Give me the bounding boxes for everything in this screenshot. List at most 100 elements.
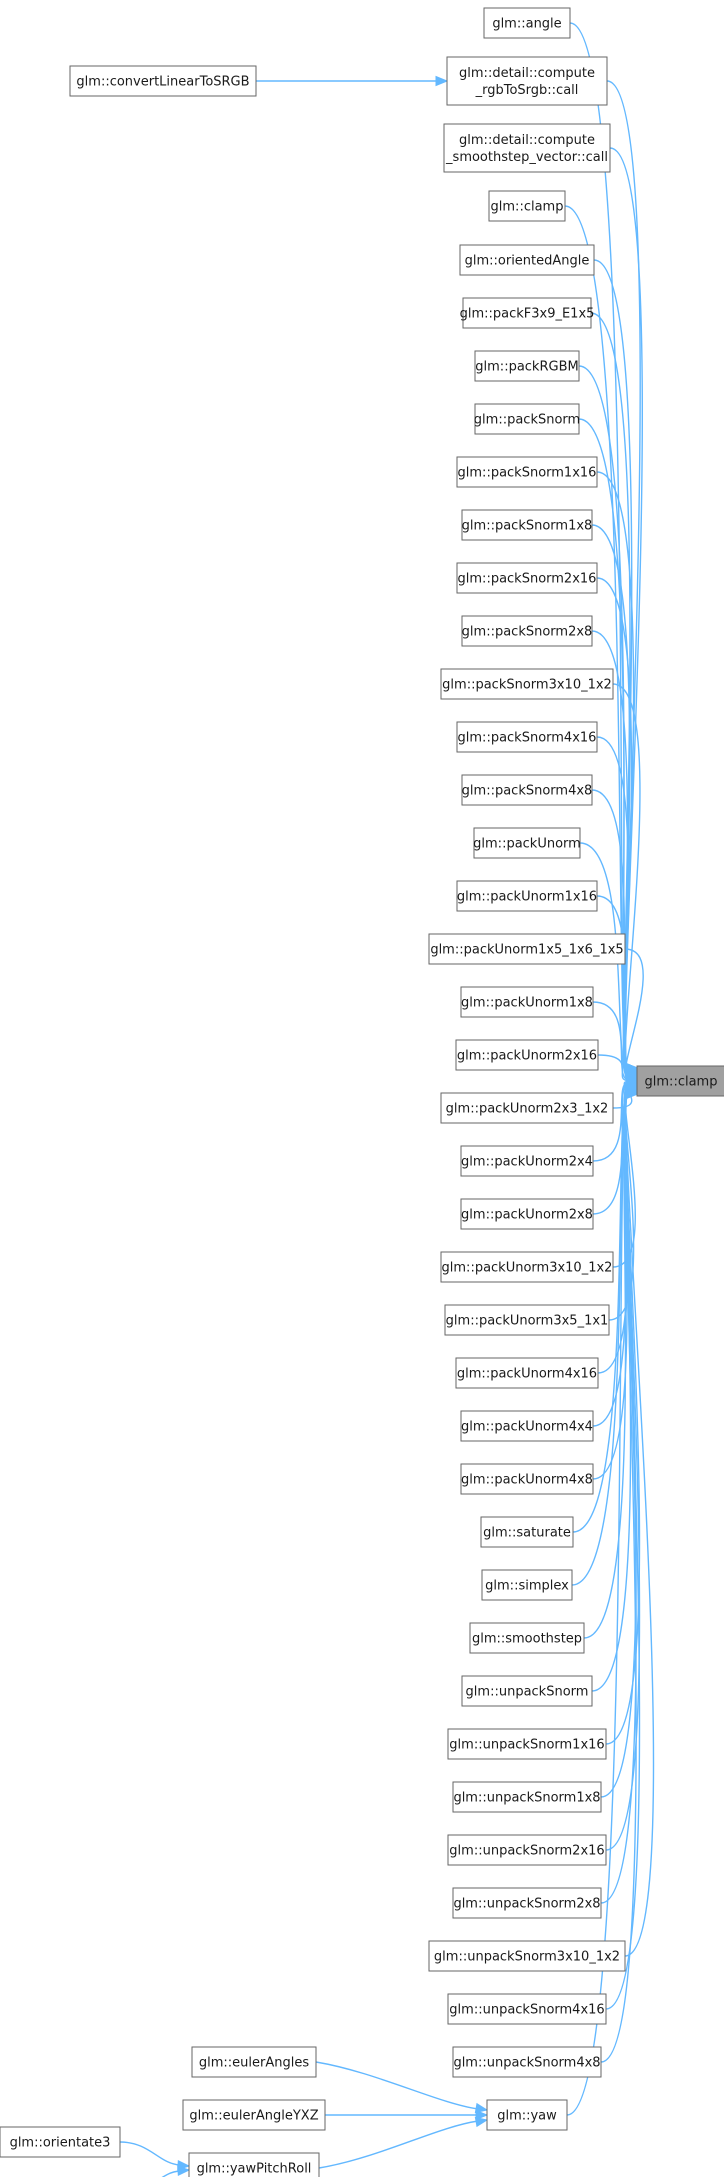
caller-node-16[interactable]: glm::packUnorm1x16	[456, 880, 598, 912]
caller-node-8[interactable]: glm::packSnorm1x16	[456, 456, 598, 488]
caller-node-21-box	[460, 1145, 594, 1177]
caller-node-7[interactable]: glm::packSnorm	[474, 403, 580, 435]
caller-node-33[interactable]: glm::unpackSnorm1x8	[452, 1781, 602, 1813]
caller-node-6[interactable]: glm::packRGBM	[474, 350, 580, 382]
caller-node-15[interactable]: glm::packUnorm	[473, 827, 581, 859]
edge-38-line	[600, 1093, 637, 2063]
edge-36-line	[624, 1093, 655, 1957]
caller-node-39[interactable]: glm::yaw	[486, 2099, 568, 2131]
caller-node-27[interactable]: glm::packUnorm4x8	[460, 1463, 594, 1495]
edge-39-arrowhead	[625, 1088, 639, 1100]
caller-node-16-label: glm::packUnorm1x16	[457, 890, 597, 905]
caller-node-25[interactable]: glm::packUnorm4x16	[455, 1357, 599, 1389]
caller-node-7-label: glm::packSnorm	[474, 413, 580, 428]
caller-node-30-label: glm::smoothstep	[472, 1632, 582, 1647]
caller-node-11-box	[461, 615, 593, 647]
caller-node-20[interactable]: glm::packUnorm2x3_1x2	[440, 1092, 614, 1124]
caller-node-30-box	[469, 1622, 585, 1654]
caller-node-23[interactable]: glm::packUnorm3x10_1x2	[440, 1251, 614, 1283]
node-yawpitchroll-box	[188, 2152, 320, 2177]
caller-node-37[interactable]: glm::unpackSnorm4x16	[447, 1993, 607, 2025]
caller-node-35-label: glm::unpackSnorm2x8	[453, 1897, 600, 1912]
target-node-clamp-box	[636, 1065, 724, 1097]
caller-node-14[interactable]: glm::packSnorm4x8	[461, 774, 593, 806]
caller-node-1[interactable]: glm::detail::compute_rgbToSrgb::call	[446, 56, 608, 106]
edge-orientate4-line	[161, 2170, 181, 2177]
caller-node-7-box	[474, 403, 580, 435]
caller-node-13[interactable]: glm::packSnorm4x16	[456, 721, 598, 753]
caller-node-29[interactable]: glm::simplex	[481, 1569, 573, 1601]
node-convertlineartosrgb[interactable]: glm::convertLinearToSRGB	[69, 65, 257, 97]
caller-node-35[interactable]: glm::unpackSnorm2x8	[452, 1887, 602, 1919]
caller-node-15-box	[473, 827, 581, 859]
call-nodes: glm::angleglm::detail::compute_rgbToSrgb…	[0, 7, 724, 2177]
edge-19-line	[597, 1054, 629, 1082]
node-yawpitchroll[interactable]: glm::yawPitchRoll	[188, 2152, 320, 2177]
caller-node-17[interactable]: glm::packUnorm1x5_1x6_1x5	[428, 933, 626, 965]
caller-node-31[interactable]: glm::unpackSnorm	[461, 1675, 593, 1707]
caller-node-18-box	[460, 986, 594, 1018]
caller-node-17-label: glm::packUnorm1x5_1x6_1x5	[430, 943, 623, 958]
node-eulerangles-label: glm::eulerAngles	[199, 2056, 309, 2071]
caller-node-0-label: glm::angle	[492, 17, 561, 32]
edge-29-line	[571, 1090, 629, 1586]
caller-node-2[interactable]: glm::detail::compute_smoothstep_vector::…	[443, 123, 611, 173]
caller-node-28-label: glm::saturate	[483, 1526, 571, 1541]
caller-node-32[interactable]: glm::unpackSnorm1x16	[447, 1728, 607, 1760]
caller-node-38-box	[452, 2046, 602, 2078]
edge-orientate3	[119, 2141, 191, 2171]
caller-node-18[interactable]: glm::packUnorm1x8	[460, 986, 594, 1018]
caller-node-2-label: _smoothstep_vector::call	[445, 150, 608, 165]
caller-node-34[interactable]: glm::unpackSnorm2x16	[447, 1834, 607, 1866]
caller-node-1-label: _rgbToSrgb::call	[475, 83, 579, 98]
caller-node-4[interactable]: glm::orientedAngle	[459, 244, 595, 276]
caller-node-0[interactable]: glm::angle	[483, 7, 571, 39]
caller-node-9-label: glm::packSnorm1x8	[462, 519, 593, 534]
caller-node-29-label: glm::simplex	[485, 1579, 569, 1594]
caller-node-24[interactable]: glm::packUnorm3x5_1x1	[444, 1304, 610, 1336]
caller-node-2-box	[443, 123, 611, 173]
node-convertlineartosrgb-label: glm::convertLinearToSRGB	[76, 75, 249, 90]
caller-node-15-label: glm::packUnorm	[473, 837, 581, 852]
caller-node-32-box	[447, 1728, 607, 1760]
target-node-clamp-label: glm::clamp	[645, 1075, 718, 1090]
caller-node-5[interactable]: glm::packF3x9_E1x5	[460, 297, 595, 329]
caller-node-11-label: glm::packSnorm2x8	[462, 625, 593, 640]
caller-node-19[interactable]: glm::packUnorm2x16	[455, 1039, 599, 1071]
target-node-clamp[interactable]: glm::clamp	[636, 1065, 724, 1097]
caller-node-26-box	[460, 1410, 594, 1442]
node-eulerangles[interactable]: glm::eulerAngles	[191, 2046, 317, 2078]
node-eulerangles-box	[191, 2046, 317, 2078]
node-yawpitchroll-label: glm::yawPitchRoll	[197, 2162, 312, 2177]
caller-node-12[interactable]: glm::packSnorm3x10_1x2	[440, 668, 614, 700]
caller-node-0-box	[483, 7, 571, 39]
caller-node-21[interactable]: glm::packUnorm2x4	[460, 1145, 594, 1177]
caller-node-10[interactable]: glm::packSnorm2x16	[456, 562, 598, 594]
edge-convert-arrowhead	[435, 75, 449, 87]
caller-node-12-label: glm::packSnorm3x10_1x2	[442, 678, 612, 693]
caller-node-28[interactable]: glm::saturate	[480, 1516, 574, 1548]
caller-node-32-label: glm::unpackSnorm1x16	[449, 1738, 604, 1753]
caller-node-3[interactable]: glm::clamp	[488, 190, 566, 222]
caller-node-39-label: glm::yaw	[497, 2109, 557, 2124]
caller-node-11[interactable]: glm::packSnorm2x8	[461, 615, 593, 647]
caller-node-17-box	[428, 933, 626, 965]
node-eulerangleyxz[interactable]: glm::eulerAngleYXZ	[182, 2099, 326, 2131]
caller-node-9[interactable]: glm::packSnorm1x8	[461, 509, 593, 541]
edge-euleryxz-arrowhead	[475, 2109, 489, 2121]
caller-node-36[interactable]: glm::unpackSnorm3x10_1x2	[428, 1940, 626, 1972]
caller-node-23-label: glm::packUnorm3x10_1x2	[442, 1261, 613, 1276]
node-orientate3[interactable]: glm::orientate3	[0, 2126, 121, 2158]
edge-16-line	[596, 895, 629, 1078]
caller-node-38[interactable]: glm::unpackSnorm4x8	[452, 2046, 602, 2078]
caller-node-20-label: glm::packUnorm2x3_1x2	[446, 1102, 609, 1117]
caller-node-30[interactable]: glm::smoothstep	[469, 1622, 585, 1654]
caller-node-10-box	[456, 562, 598, 594]
edge-orientate4	[161, 2165, 191, 2177]
edge-yawpitchroll-arrowhead	[474, 2116, 489, 2128]
caller-node-20-box	[440, 1092, 614, 1124]
caller-node-38-label: glm::unpackSnorm4x8	[453, 2056, 600, 2071]
caller-node-26[interactable]: glm::packUnorm4x4	[460, 1410, 594, 1442]
caller-node-22[interactable]: glm::packUnorm2x8	[460, 1198, 594, 1230]
caller-node-33-label: glm::unpackSnorm1x8	[453, 1791, 600, 1806]
